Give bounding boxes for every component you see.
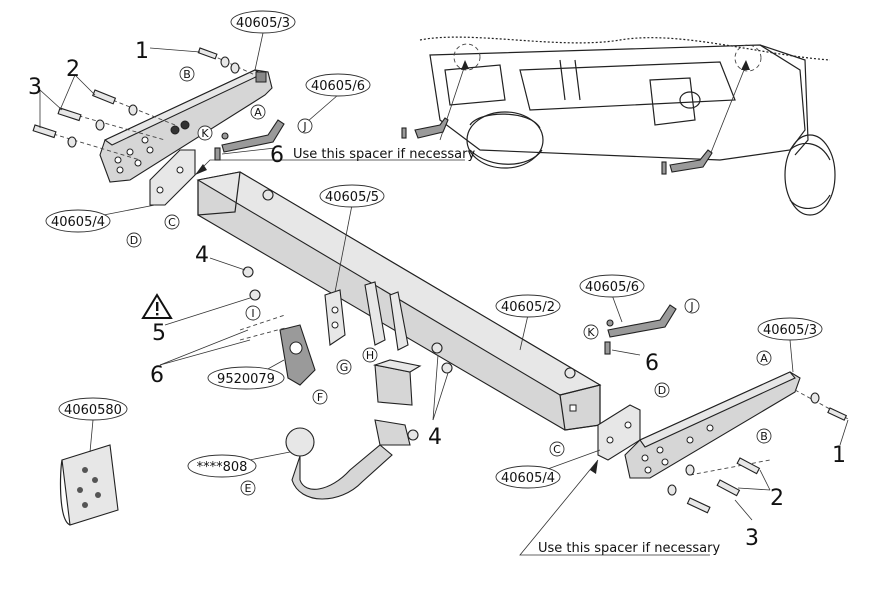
callout-f: F — [317, 391, 323, 404]
callout-j-top: J — [302, 120, 306, 133]
item-3-right: 3 — [745, 526, 759, 551]
clip-right — [604, 304, 677, 355]
label-towball: ****808 — [197, 460, 248, 475]
note-spacer-top: Use this spacer if necessary — [293, 147, 475, 162]
callout-c-left: C — [168, 216, 176, 229]
right-side-bracket — [624, 371, 801, 479]
label-clip-right: 40605/6 — [585, 280, 639, 295]
label-kit: 4060580 — [64, 403, 122, 418]
item-6-right: 6 — [645, 351, 659, 376]
callout-h: H — [366, 349, 374, 362]
callout-e: E — [245, 482, 252, 495]
callout-b-left: B — [183, 68, 191, 81]
right-spacer-plate — [597, 404, 641, 461]
label-clip-top: 40605/6 — [311, 79, 365, 94]
clip-top — [214, 119, 285, 161]
callout-k-top: K — [201, 127, 209, 140]
vehicle-underbody — [401, 36, 836, 216]
left-side-bracket — [99, 69, 273, 183]
label-spacer-right: 40605/4 — [501, 471, 555, 486]
item-2-right: 2 — [770, 486, 784, 511]
label-bracket-left: 40605/3 — [236, 16, 290, 31]
label-crossbar: 40605/2 — [501, 300, 555, 315]
callout-i: I — [251, 307, 254, 320]
fasteners-center — [239, 189, 576, 379]
item-3-left: 3 — [28, 75, 42, 100]
towball-assembly — [285, 359, 422, 500]
callout-c-right: C — [553, 443, 561, 456]
item-4-right: 4 — [428, 425, 442, 450]
leader-lines — [39, 32, 849, 556]
callout-d-left: D — [130, 234, 138, 247]
callout-g: G — [340, 361, 349, 374]
label-spacer-left: 40605/4 — [51, 215, 105, 230]
callout-b-right: B — [760, 430, 768, 443]
warning-triangle-icon — [141, 293, 173, 319]
item-6-top: 6 — [270, 143, 284, 168]
item-numbers: 1 2 3 4 5 6 6 4 6 1 2 3 — [28, 39, 846, 551]
label-bracket-right: 40605/3 — [763, 323, 817, 338]
item-2-left: 2 — [66, 57, 80, 82]
item-5: 5 — [152, 321, 166, 346]
item-1-right: 1 — [832, 443, 846, 468]
callout-a-right: A — [760, 352, 768, 365]
left-bolts — [32, 47, 256, 161]
callout-j-right: J — [689, 300, 693, 313]
item-6-left: 6 — [150, 363, 164, 388]
hardware-kit-bag — [59, 444, 119, 526]
right-bolts — [667, 389, 851, 514]
item-1-left: 1 — [135, 39, 149, 64]
callout-k-right: K — [587, 326, 595, 339]
callout-a-left: A — [254, 106, 262, 119]
label-socket-bracket: 9520079 — [217, 372, 275, 387]
callout-d-right: D — [658, 384, 666, 397]
label-socket-plate: 40605/5 — [325, 190, 379, 205]
item-4-left: 4 — [195, 243, 209, 268]
note-spacer-bottom: Use this spacer if necessary — [538, 541, 720, 556]
part-number-labels: 40605/3 40605/6 40605/4 40605/5 40605/2 … — [45, 10, 823, 489]
letter-callouts: B A K J C D I G H F E K J A B D C — [126, 66, 772, 496]
